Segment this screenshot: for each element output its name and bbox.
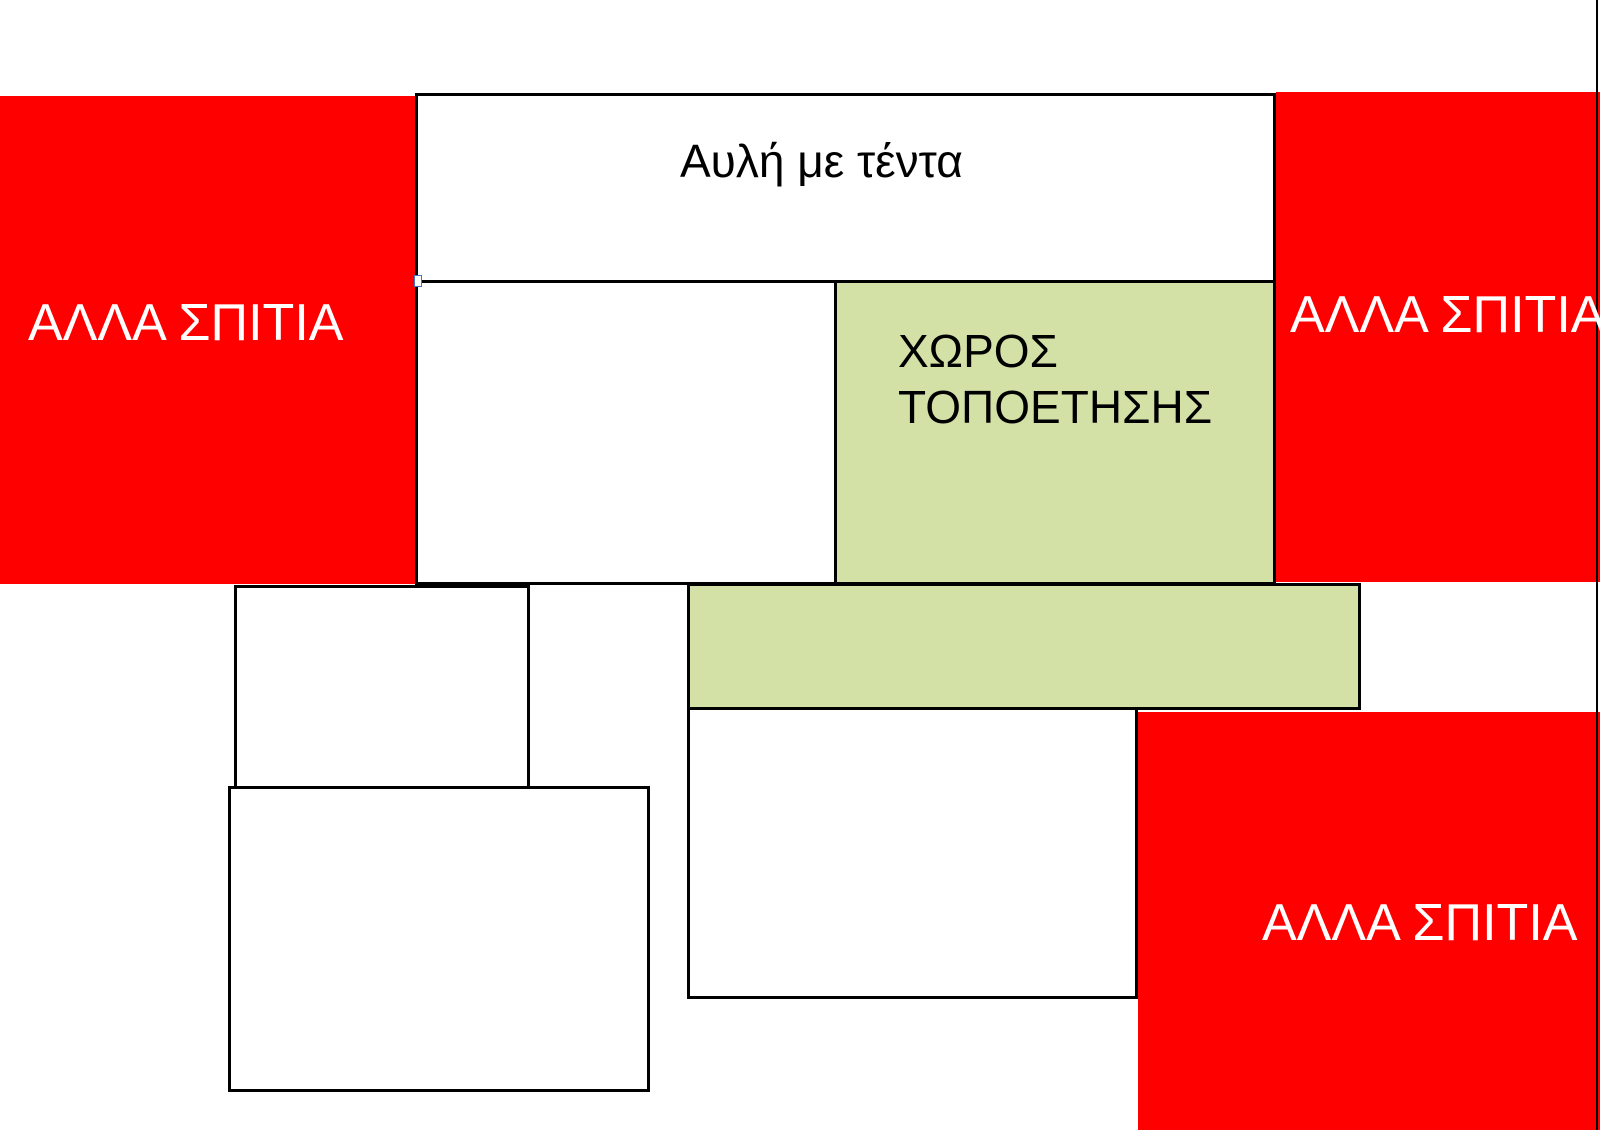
other-houses-right-label: ΑΛΛΑ ΣΠΙΤΙΑ [1290,286,1600,344]
courtyard-label: Αυλή με τέντα [680,135,963,187]
other-houses-left-block [0,96,416,584]
lower-middle-room [687,707,1138,999]
placement-area-label-line2: ΤΟΠΟΕΤΗΣΗΣ [898,381,1213,433]
other-houses-right-block [1276,92,1600,582]
placement-area-label-line1: ΧΩΡΟΣ [898,325,1058,377]
other-houses-bottom-right-label: ΑΛΛΑ ΣΠΙΤΙΑ [1262,894,1578,952]
placement-area-block [834,280,1276,585]
placement-strip-block [687,583,1361,710]
other-houses-left-label: ΑΛΛΑ ΣΠΙΤΙΑ [28,294,344,352]
lower-left-large-room [228,786,650,1092]
lower-left-small-room [234,585,530,790]
selection-handle[interactable] [414,275,422,287]
middle-empty-room [415,280,837,585]
page-right-edge [1596,0,1598,1130]
other-houses-bottom-right-block [1138,712,1600,1130]
